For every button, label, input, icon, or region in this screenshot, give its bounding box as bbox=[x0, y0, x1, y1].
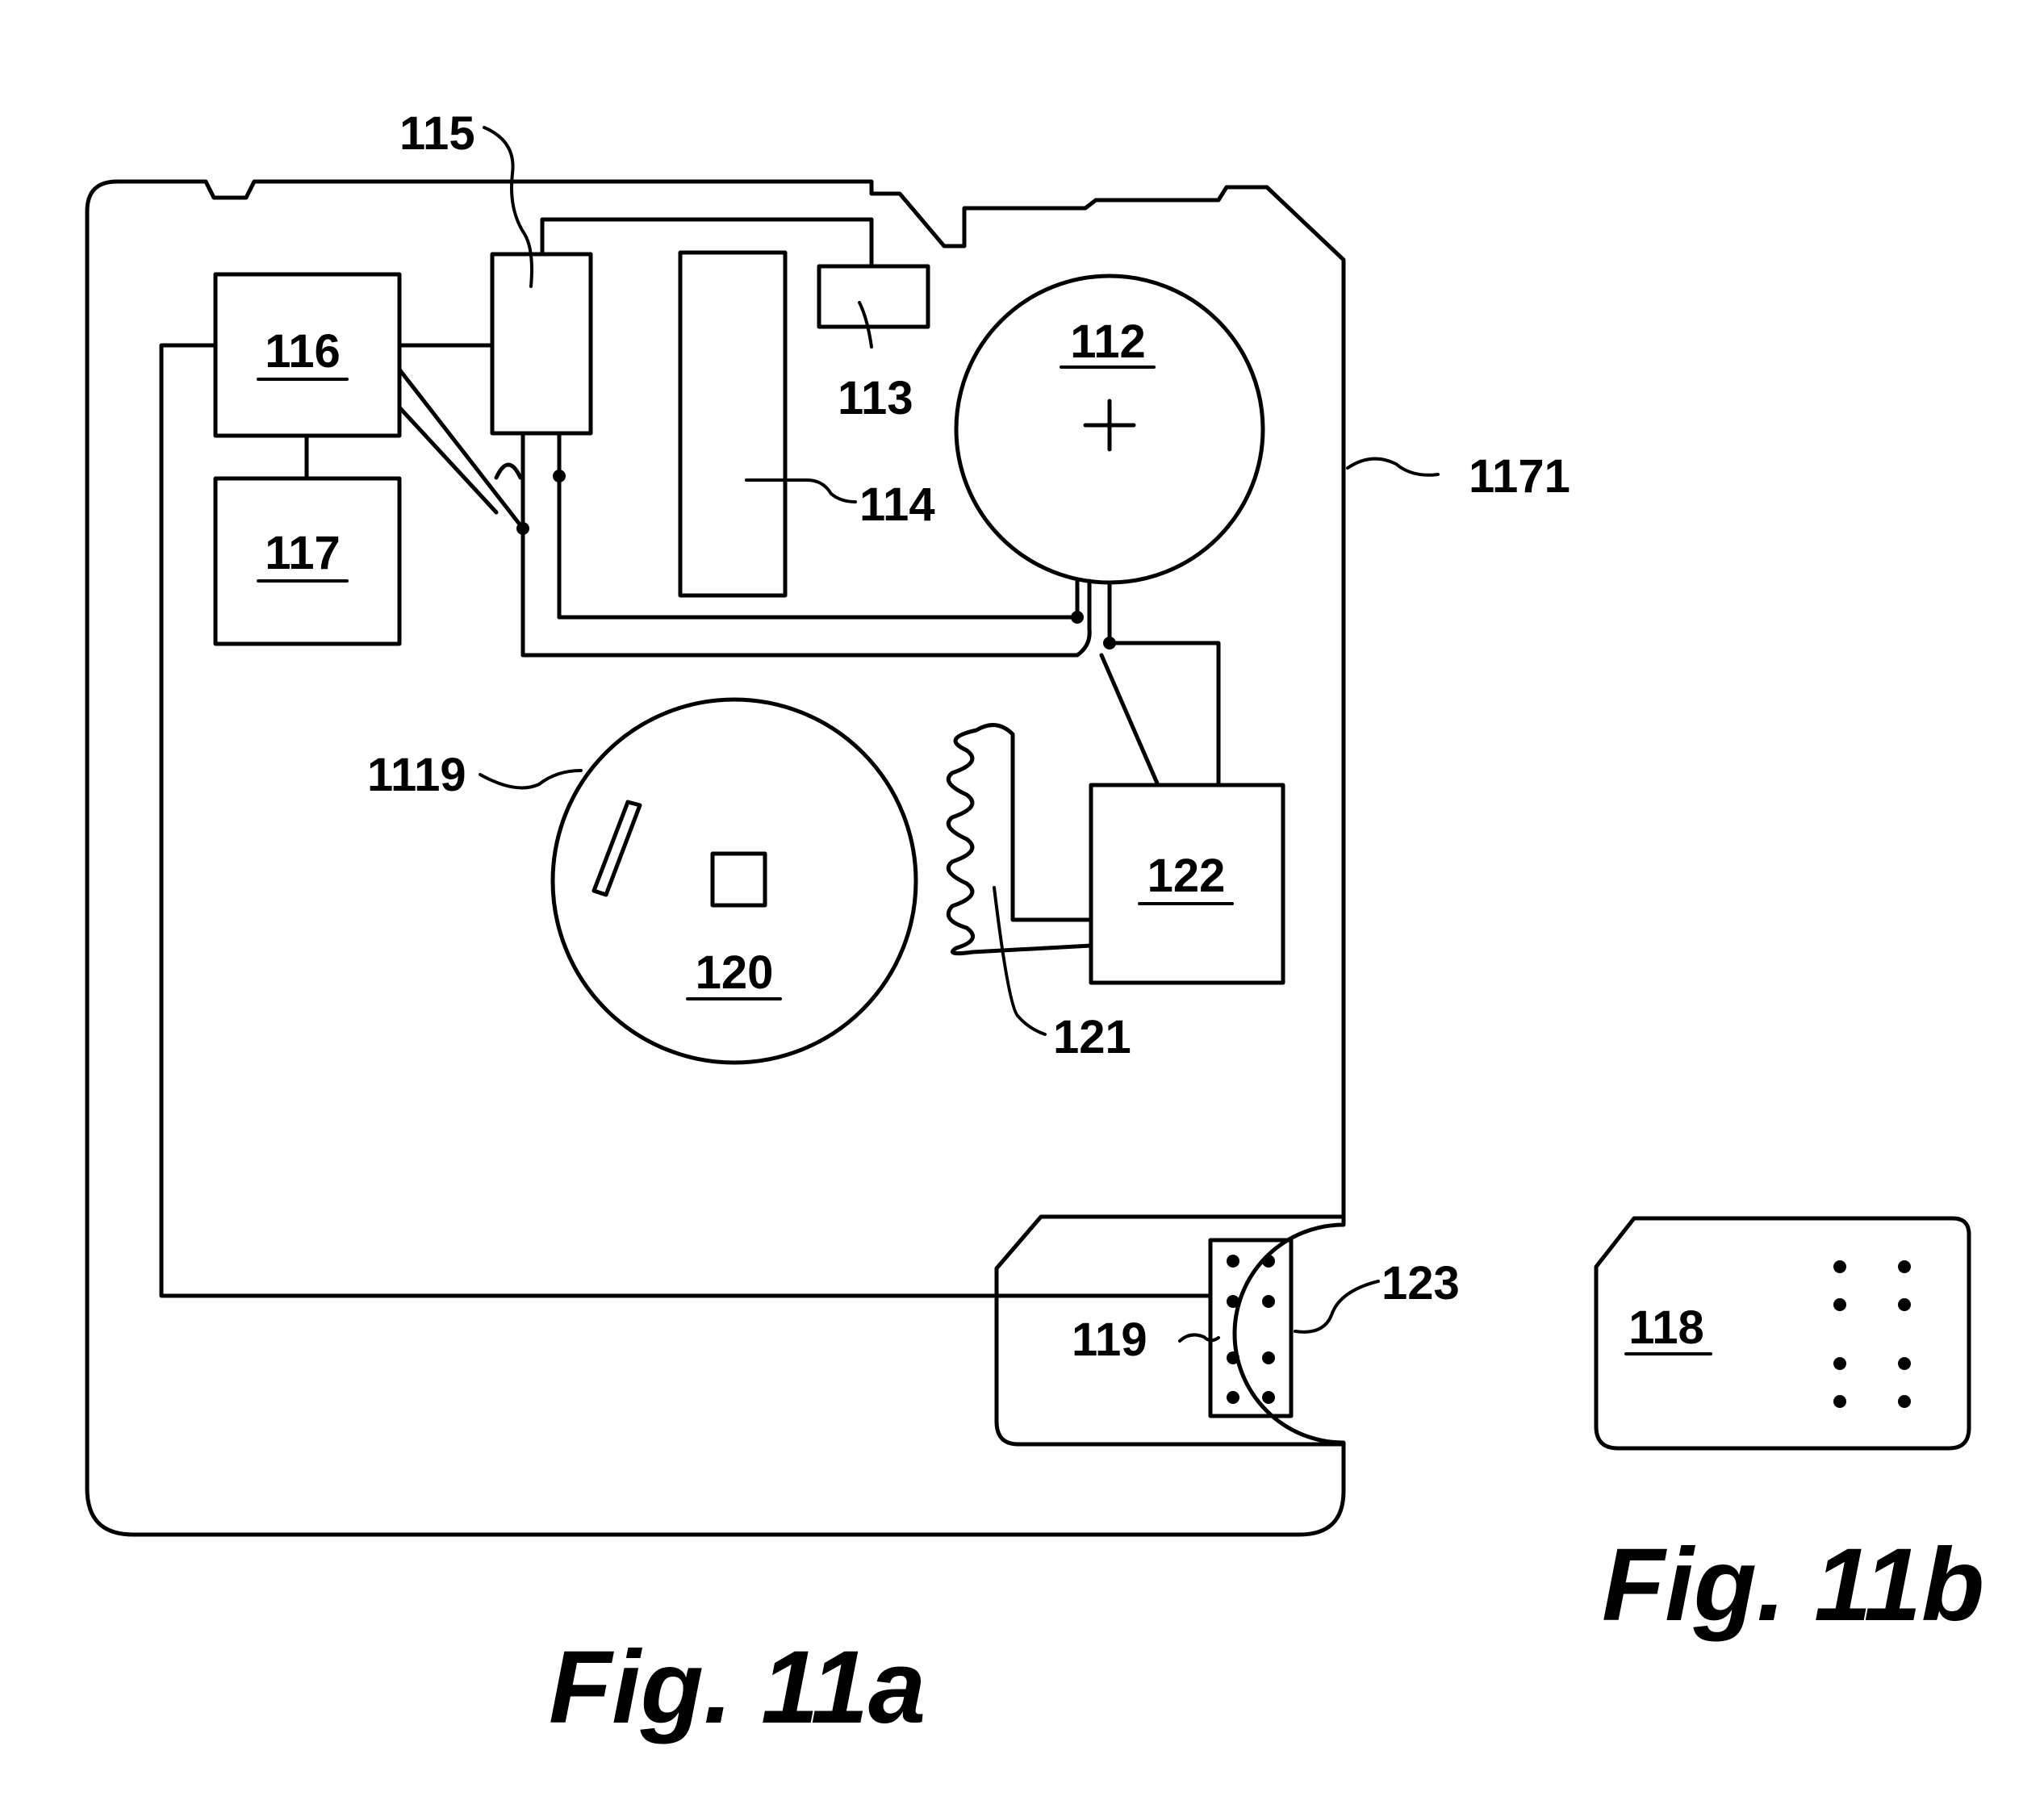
caption-fig-11b: Fig. 11b bbox=[1602, 1527, 1984, 1643]
ref-120: 120 bbox=[696, 946, 774, 999]
disc-120 bbox=[553, 700, 916, 1063]
junction-dot bbox=[1071, 611, 1084, 624]
wire-crossover-hop bbox=[496, 465, 520, 478]
ref-121: 121 bbox=[1053, 1011, 1131, 1063]
component-114 bbox=[680, 253, 785, 595]
wire-116-diag-b bbox=[399, 407, 496, 512]
figure-11b: 118 Fig. 11b bbox=[1596, 1218, 1984, 1643]
component-115 bbox=[492, 254, 591, 433]
ref-117: 117 bbox=[265, 527, 341, 579]
caption-fig-11a: Fig. 11a bbox=[549, 1630, 926, 1745]
component-113 bbox=[819, 266, 928, 327]
ref-112: 112 bbox=[1070, 315, 1146, 368]
ref-123: 123 bbox=[1381, 1257, 1460, 1309]
ref-118: 118 bbox=[1628, 1301, 1704, 1354]
ref-122: 122 bbox=[1147, 850, 1226, 902]
wire-diag-122 bbox=[1101, 655, 1158, 785]
ref-1171: 1171 bbox=[1469, 450, 1570, 503]
disc-slot bbox=[594, 802, 640, 895]
ref-116: 116 bbox=[265, 325, 341, 378]
figure-11a: 115 116 117 113 114 112 1171 1119 120 12… bbox=[87, 107, 1570, 1745]
wire-battery-122 bbox=[1110, 583, 1218, 785]
ref-1119: 1119 bbox=[367, 749, 466, 801]
junction-dot bbox=[1103, 637, 1116, 650]
ref-119: 119 bbox=[1072, 1314, 1147, 1366]
disc-center-square bbox=[713, 854, 765, 905]
wiring bbox=[161, 219, 1218, 1296]
junction-dot bbox=[553, 470, 566, 482]
ref-115: 115 bbox=[399, 107, 475, 160]
wire-116-diag-a bbox=[399, 370, 523, 528]
card-118-dots bbox=[1833, 1260, 1911, 1408]
wire-bus-to-battery bbox=[559, 581, 1077, 617]
junction-dot bbox=[516, 522, 529, 535]
coil-121 bbox=[948, 725, 1091, 954]
wire-116-contacts bbox=[161, 345, 1210, 1296]
ref-114: 114 bbox=[859, 478, 935, 531]
ref-113: 113 bbox=[838, 372, 913, 424]
